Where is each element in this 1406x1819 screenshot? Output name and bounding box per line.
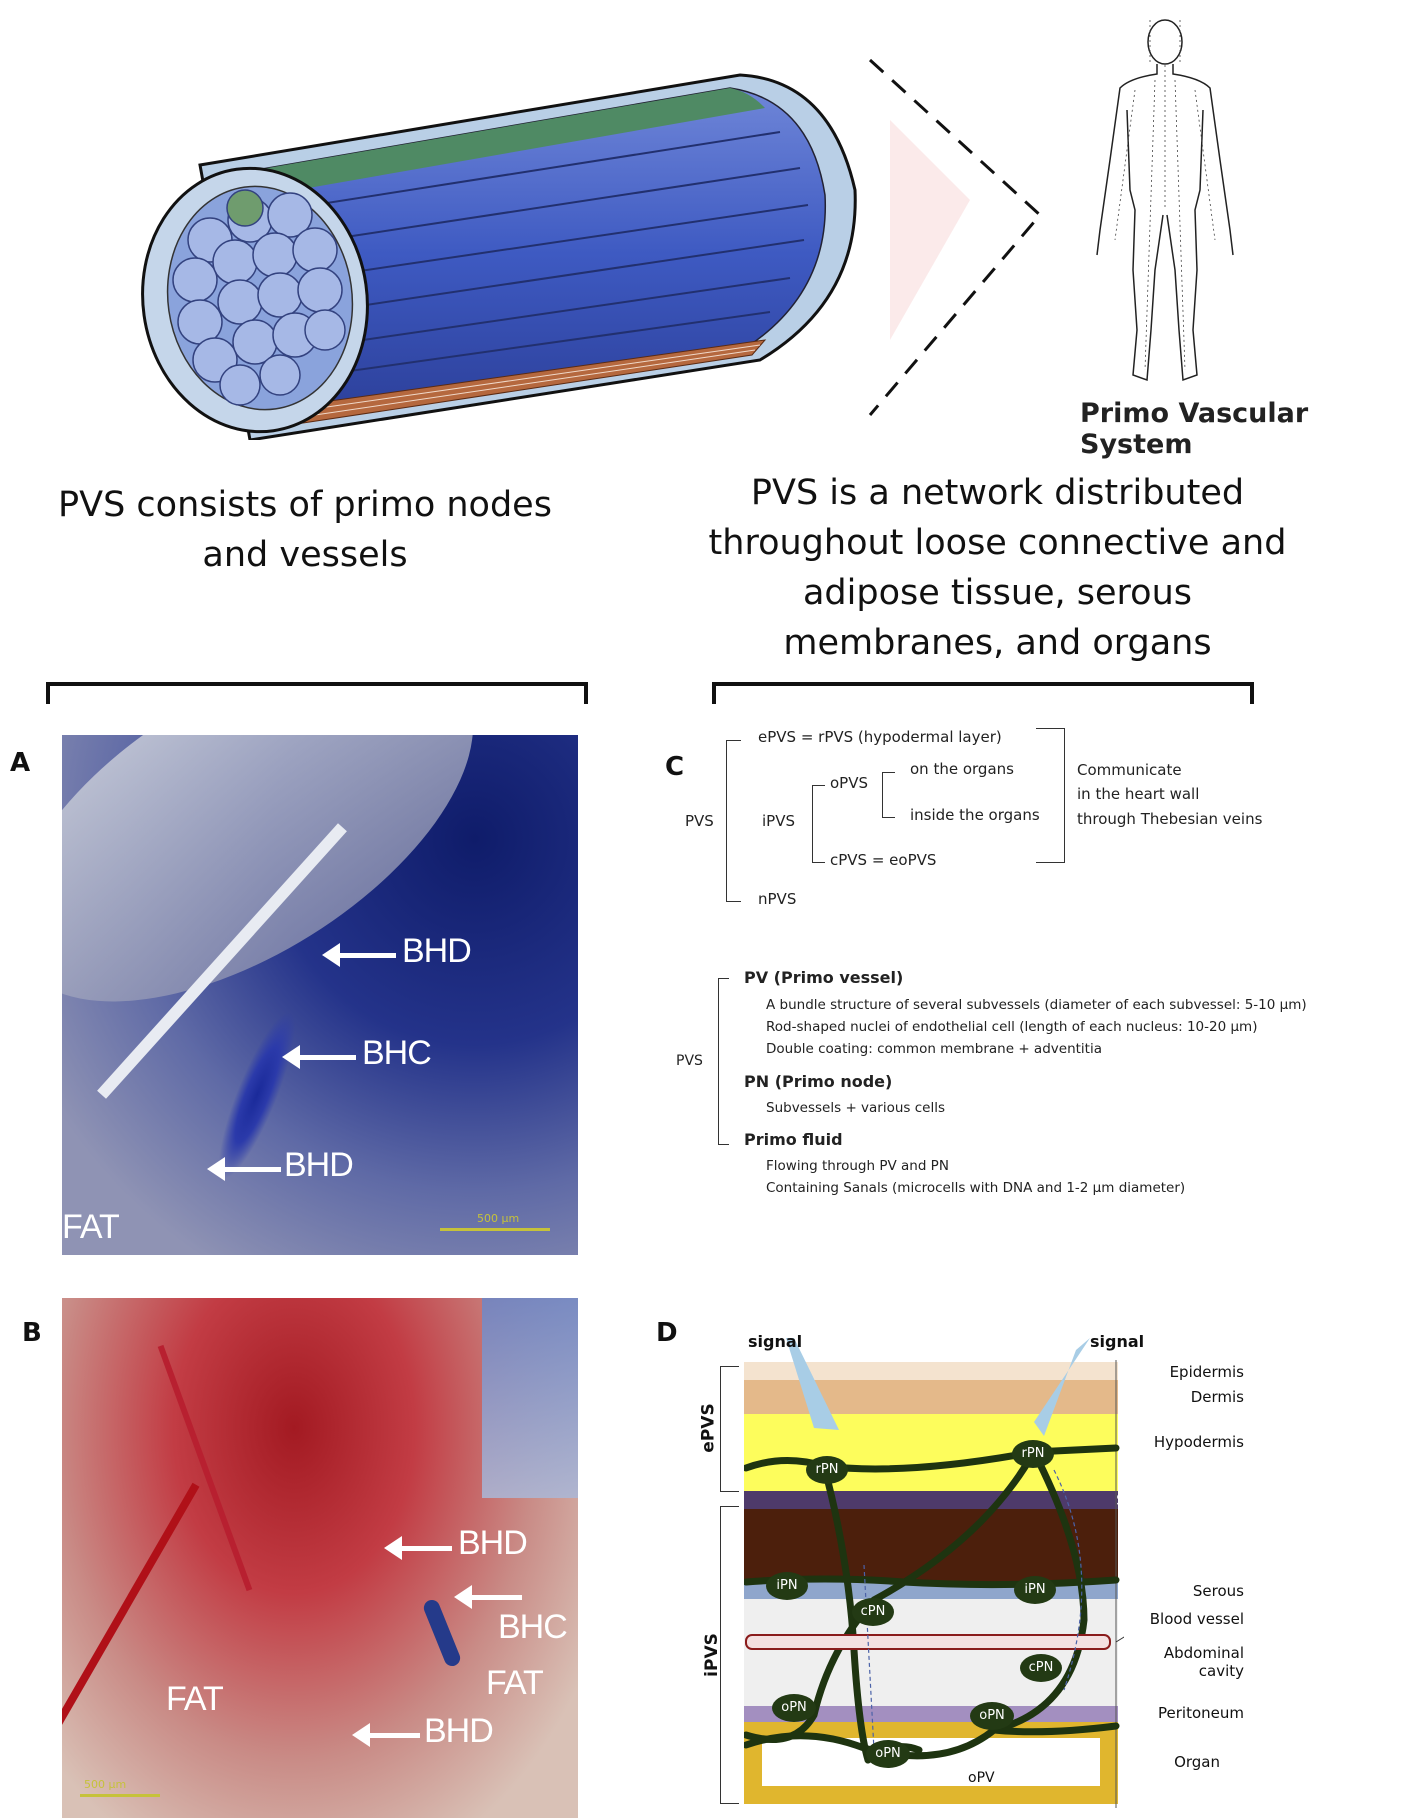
opvs-bracket [882, 772, 895, 818]
label-epidermis: Epidermis [1169, 1363, 1244, 1381]
pn-item-1: Subvessels + various cells [766, 1100, 946, 1116]
arrow-b-bhd-top [384, 1536, 452, 1560]
epvs-bracket [720, 1366, 739, 1492]
node-ipn-2: iPN [1014, 1576, 1056, 1604]
panel-b-photo: 500 μm [62, 1298, 578, 1818]
label-peritoneum: Peritoneum [1158, 1704, 1244, 1722]
scale-text: 500 μm [477, 1212, 520, 1225]
layer-superficial-fascia [744, 1491, 1118, 1509]
group-ipvs: iPVS [701, 1633, 722, 1677]
tree2-root: PVS [676, 1053, 703, 1069]
left-caption: PVS consists of primo nodes and vessels [58, 485, 552, 575]
arrow-bhd-top [322, 943, 396, 967]
label-serous: Serous [1192, 1582, 1244, 1600]
scale-bar-b [80, 1794, 160, 1797]
signal-right-label: signal [1090, 1332, 1145, 1351]
label-dermis: Dermis [1190, 1388, 1244, 1406]
pv-item-2: Rod-shaped nuclei of endothelial cell (l… [766, 1019, 1258, 1035]
fluid-title: Primo fluid [744, 1130, 843, 1149]
label-abdominal-cavity: Abdominal cavity [1163, 1644, 1244, 1680]
label-organ: Organ [1174, 1753, 1220, 1771]
label-blood-vessel: Blood vessel [1149, 1610, 1244, 1628]
node-rpn-2: rPN [1012, 1440, 1054, 1468]
signal-bolt-left [786, 1338, 839, 1430]
blood-vessel-branch [157, 1344, 253, 1592]
tree1-epvs: ePVS = rPVS (hypodermal layer) [758, 728, 1002, 746]
tree1-opvs: oPVS [830, 774, 869, 792]
tree1-cpvs: cPVS = eoPVS [830, 851, 937, 869]
label-superficial-fascia: Superficial fascia [1116, 1491, 1244, 1509]
layer-epidermis [744, 1362, 1118, 1380]
human-body-icon [1096, 19, 1234, 382]
pvs-cylinder-illustration [141, 73, 857, 440]
label-hypodermis: Hypodermis [1153, 1433, 1244, 1451]
scale-text-b: 500 μm [84, 1778, 127, 1791]
tree1-inside-organs: inside the organs [910, 806, 1040, 824]
organ-box [762, 1738, 1100, 1786]
panel-d-letter: D [656, 1318, 678, 1348]
tree1-ipvs: iPVS [762, 812, 795, 830]
label-b-fat-right: FAT [486, 1664, 544, 1702]
zoom-wedge [868, 58, 1043, 416]
panel-a-photo: 500 μm [62, 735, 578, 1255]
pv-item-3: Double coating: common membrane + advent… [766, 1041, 1102, 1057]
pn-title: PN (Primo node) [744, 1072, 893, 1091]
communicate-line-1: Communicate [1077, 761, 1182, 779]
label-b-bhd-top: BHD [458, 1524, 528, 1562]
label-b-bhc: BHC [498, 1608, 568, 1646]
arrow-bhc [282, 1045, 356, 1069]
node-cpn-2: cPN [1020, 1654, 1062, 1682]
tree1-bracket [726, 740, 741, 902]
pv-item-1: A bundle structure of several subvessels… [766, 997, 1307, 1013]
node-rpn-1: rPN [806, 1456, 848, 1484]
node-opn-3: oPN [866, 1740, 910, 1768]
label-b-bhd-bottom: BHD [424, 1712, 494, 1750]
arrow-b-bhc [454, 1585, 522, 1609]
tree1-npvs: nPVS [758, 890, 797, 908]
fluid-item-1: Flowing through PV and PN [766, 1158, 949, 1174]
blue-membrane [482, 1298, 578, 1498]
signal-left-label: signal [748, 1332, 803, 1351]
layer-muscles [744, 1509, 1118, 1582]
tree2-bracket [718, 978, 729, 1145]
label-b-fat-left: FAT [166, 1680, 224, 1718]
node-ipn-1: iPN [766, 1572, 808, 1600]
arrow-bhd-bottom [207, 1157, 281, 1181]
opv-label: oPV [968, 1770, 995, 1786]
human-label: Primo Vascular System [1080, 398, 1309, 460]
blood-vessel-left [62, 1482, 200, 1818]
right-bracket [712, 682, 1254, 704]
fluid-item-2: Containing Sanals (microcells with DNA a… [766, 1180, 1186, 1196]
tree1-root: PVS [685, 812, 714, 830]
node-opn-1: oPN [772, 1694, 816, 1722]
pv-title: PV (Primo vessel) [744, 968, 904, 987]
node-opn-2: oPN [970, 1702, 1014, 1730]
scale-bar [440, 1228, 550, 1231]
panel-c-letter: C [665, 752, 685, 782]
group-epvs: ePVS [698, 1403, 719, 1453]
panel-b-letter: B [22, 1318, 42, 1348]
communicate-line-3: through Thebesian veins [1077, 810, 1263, 828]
right-caption: PVS is a network distributed throughout … [708, 473, 1287, 663]
label-fat: FAT [62, 1208, 120, 1246]
panel-a-letter: A [10, 748, 31, 778]
left-bracket [46, 682, 588, 704]
label-bhd-bottom: BHD [284, 1146, 354, 1184]
communicate-bracket [1036, 728, 1065, 863]
label-bhc: BHC [362, 1034, 432, 1072]
ipvs-group-bracket [720, 1506, 739, 1804]
label-muscles: Muscles [1184, 1534, 1244, 1552]
communicate-line-2: in the heart wall [1077, 785, 1200, 803]
tree1-on-organs: on the organs [910, 760, 1014, 778]
label-bhd-top: BHD [402, 932, 472, 970]
node-cpn-1: cPN [852, 1598, 894, 1626]
pvs-network [744, 1338, 1124, 1808]
signal-bolt-right [1034, 1338, 1090, 1436]
ipvs-bracket [812, 785, 825, 863]
arrow-b-bhd-bottom [352, 1723, 420, 1747]
